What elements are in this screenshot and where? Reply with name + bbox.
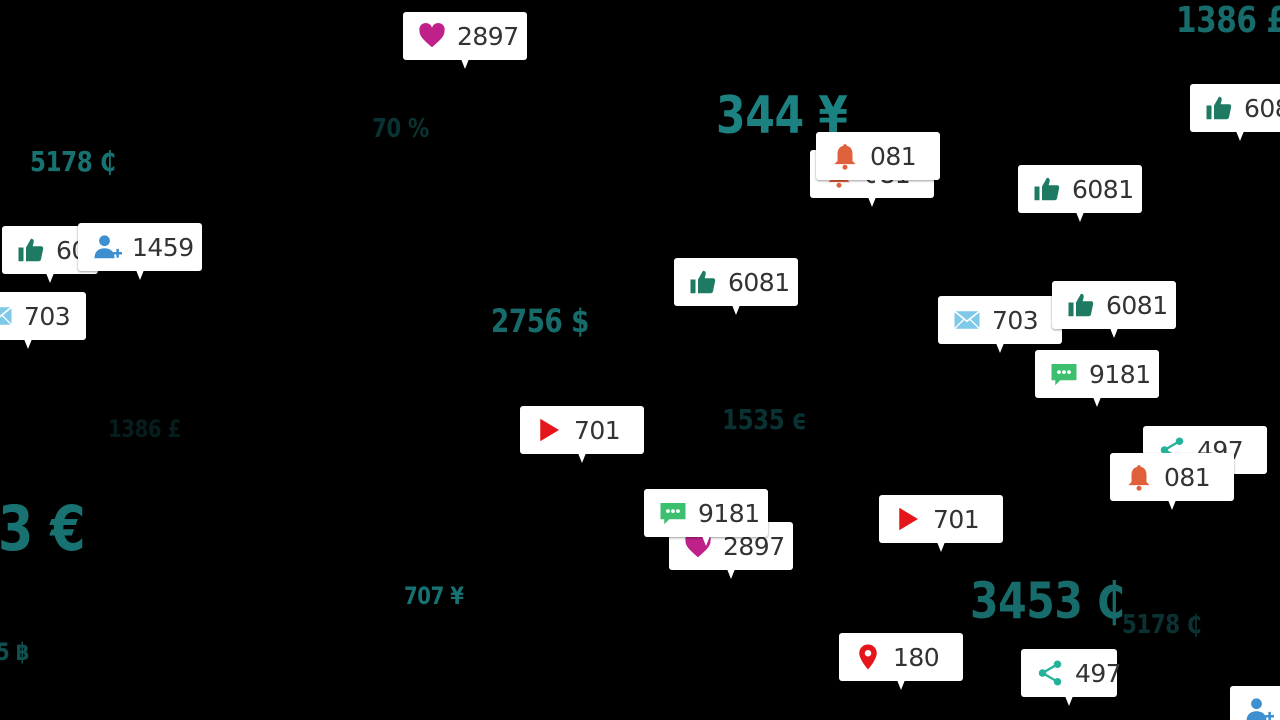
- notification-bubble: 703: [0, 292, 86, 349]
- thumbs-up-icon: [1064, 288, 1098, 322]
- notification-count: 701: [574, 415, 621, 445]
- location-pin-icon: [851, 640, 885, 674]
- notification-bubble: 701: [520, 406, 644, 463]
- notification-count: 9181: [698, 498, 760, 528]
- notification-count: 9181: [1089, 359, 1151, 389]
- currency-value-label: 5178 ₵: [1122, 610, 1202, 640]
- notification-count: 703: [24, 301, 71, 331]
- mail-icon: [0, 299, 16, 333]
- currency-value-label: 1535 ϵ: [722, 403, 807, 436]
- currency-value-label: 3 €: [0, 492, 86, 565]
- thumbs-up-icon: [686, 265, 720, 299]
- comment-icon: [1047, 357, 1081, 391]
- notification-count: 497: [1075, 658, 1122, 688]
- notification-count: 180: [893, 642, 940, 672]
- play-icon: [891, 502, 925, 536]
- bell-icon: [1122, 460, 1156, 494]
- currency-value-label: 5 ฿: [0, 638, 30, 666]
- notification-count: 6081: [728, 267, 790, 297]
- currency-value-label: 5178 ₵: [30, 145, 116, 178]
- notification-bubble: 081: [816, 132, 940, 189]
- comment-icon: [656, 496, 690, 530]
- mail-icon: [950, 303, 984, 337]
- notification-count: 701: [933, 504, 980, 534]
- notification-bubble: 703: [938, 296, 1062, 353]
- thumbs-up-icon: [1202, 91, 1236, 125]
- notification-count: 1459: [132, 232, 194, 262]
- share-icon: [1033, 656, 1067, 690]
- notification-count: 2897: [457, 21, 519, 51]
- play-icon: [532, 413, 566, 447]
- notification-bubble: 2897: [403, 12, 527, 69]
- notification-count: 703: [992, 305, 1039, 335]
- notification-bubble: 497: [1021, 649, 1122, 706]
- currency-value-label: 1386 £: [108, 415, 181, 443]
- notification-bubble: 1459: [78, 223, 202, 280]
- notification-count: 6081: [1072, 174, 1134, 204]
- notification-count: 608: [1244, 93, 1280, 123]
- notification-bubble: 9181: [1035, 350, 1159, 407]
- currency-value-label: 1386 £: [1176, 0, 1280, 41]
- notification-bubble: 6081: [1052, 281, 1176, 338]
- notification-bubble: [1230, 686, 1280, 720]
- notification-count: 081: [870, 141, 917, 171]
- currency-value-label: 2756 $: [491, 302, 589, 340]
- currency-value-label: 70 %: [372, 114, 429, 144]
- notification-bubble: 608: [1190, 84, 1280, 141]
- thumbs-up-icon: [14, 233, 48, 267]
- notification-bubble: 9181: [644, 489, 768, 546]
- currency-value-label: 707 ¥: [404, 582, 464, 610]
- bell-icon: [828, 139, 862, 173]
- currency-value-label: 3453 ₵: [970, 572, 1125, 630]
- notification-bubble: 6081: [1018, 165, 1142, 222]
- heart-icon: [415, 19, 449, 53]
- notification-count: 081: [1164, 462, 1211, 492]
- thumbs-up-icon: [1030, 172, 1064, 206]
- notification-count: 6081: [1106, 290, 1168, 320]
- add-user-icon: [90, 230, 124, 264]
- notification-bubble: 6081: [674, 258, 798, 315]
- add-user-icon: [1242, 693, 1276, 720]
- notification-bubble: 180: [839, 633, 963, 690]
- notification-bubble: 701: [879, 495, 1003, 552]
- notification-bubble: 081: [1110, 453, 1234, 510]
